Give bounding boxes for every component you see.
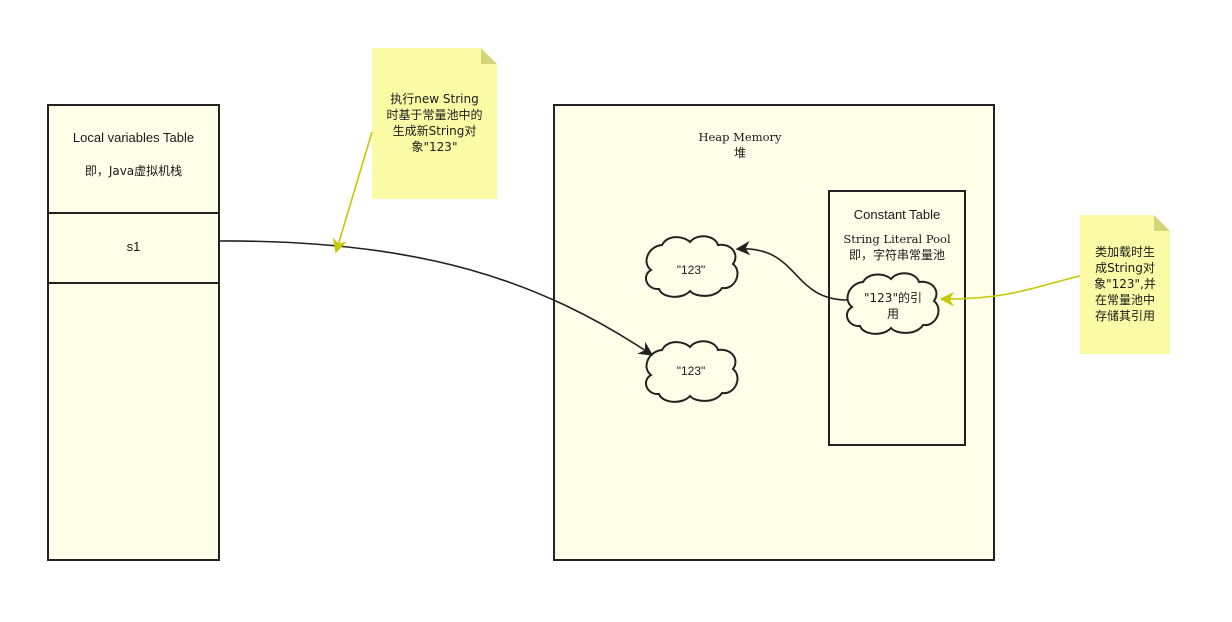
cloud-ref-label: "123"的引 用 [848,290,938,322]
constant-table-title: Constant Table [853,207,941,222]
cloud-pool-reference [845,272,940,335]
cloud-ref-line: "123"的引 [864,291,922,305]
heap-subtitle: 堆 [733,146,746,160]
note-line: 在常量池中 [1094,293,1155,307]
string-pool-subtitle: 即，字符串常量池 [848,248,945,262]
edge-ref-to-literal [735,241,849,301]
note-connector-class-load [939,275,1081,307]
heap-title: Heap Memory [698,130,782,144]
note-line: 成String对 [1095,261,1155,275]
note-new-string: 执行new String 时基于常量池中的 生成新String对 象"123" [372,48,497,199]
note-line: 象"123",并 [1094,277,1156,291]
stack-title: Local variables Table [72,130,195,145]
cloud-string-literal [644,235,739,298]
stack-box [47,104,220,561]
note-line: 存储其引用 [1094,309,1155,323]
note-class-load: 类加载时生 成String对 象"123",并 在常量池中 存储其引用 [1080,215,1170,354]
note-line: 执行new String [390,92,479,106]
note-line: 象"123" [411,140,458,154]
cloud-ref-line: 用 [886,307,899,321]
note-connector-new-string [332,131,373,254]
stack-subtitle: 即，Java虚拟机栈 [84,164,183,178]
stack-divider-1 [49,212,218,214]
cloud-literal-label: "123" [676,263,706,277]
note-line: 时基于常量池中的 [386,108,483,122]
stack-divider-2 [49,282,218,284]
note-line: 类加载时生 [1094,245,1155,259]
cloud-new-label: "123" [676,364,706,378]
string-pool-label: String Literal Pool [843,232,951,246]
cloud-new-string [644,340,739,403]
note-line: 生成新String对 [392,124,477,138]
stack-variable-s1: s1 [126,239,141,254]
edge-s1-to-new-string [219,240,654,356]
